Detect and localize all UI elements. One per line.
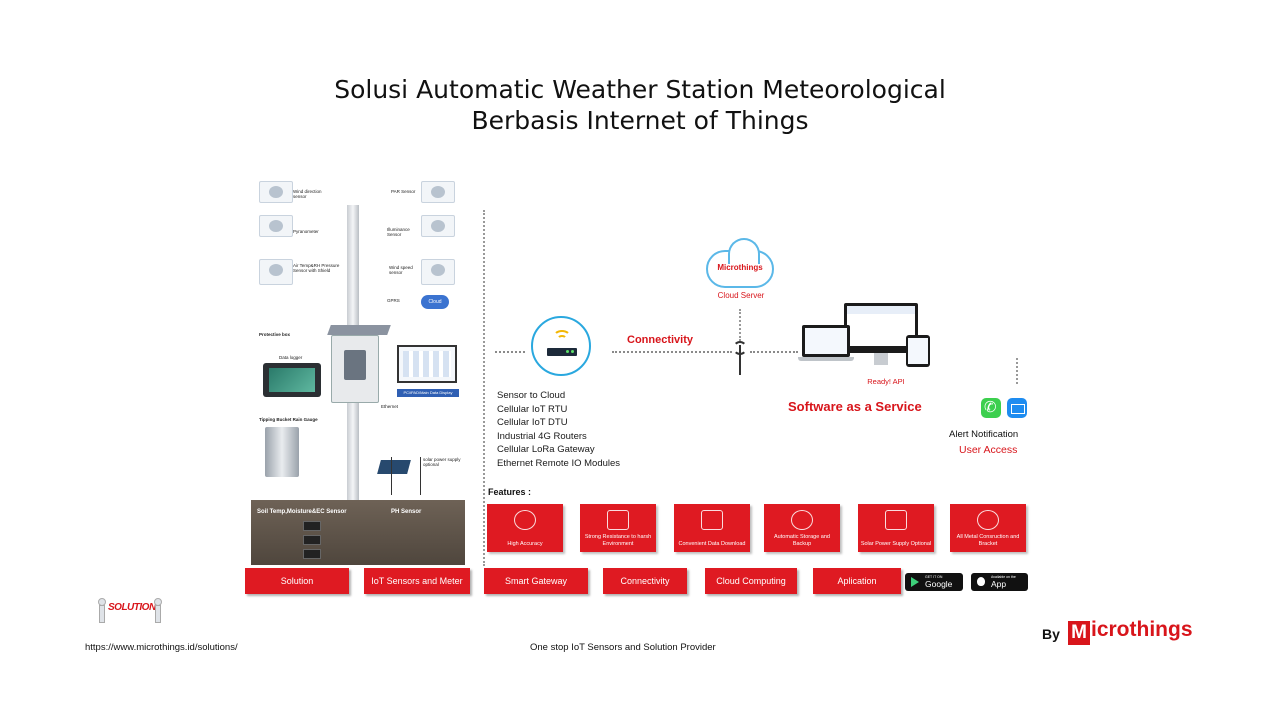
illuminance-sensor-icon [421, 215, 455, 237]
soil-probe-3 [303, 549, 321, 559]
tab-iot-sensors[interactable]: IoT Sensors and Meter [364, 568, 470, 594]
tab-cloud-computing[interactable]: Cloud Computing [705, 568, 797, 594]
tripod [391, 457, 421, 495]
crosshair-icon [514, 510, 536, 530]
illuminance-label: Illuminance Sensor [387, 227, 421, 237]
pyranometer-icon [259, 215, 293, 237]
cloud-server-icon: Microthings [706, 250, 774, 288]
feature-high-accuracy: High Accuracy [487, 504, 563, 552]
soil-probe-1 [303, 521, 321, 531]
protective-box-label: Protective box [259, 332, 290, 337]
tab-solution[interactable]: Solution [245, 568, 349, 594]
par-sensor-label: PAR Sensor [391, 189, 421, 194]
wind-speed-label: Wind speed sensor [389, 265, 419, 275]
cloud-storm-icon [607, 510, 629, 530]
soil-sensor-label: Soil Temp,Moisture&EC Sensor [257, 509, 347, 515]
soil-probe-2 [303, 535, 321, 545]
cloud-brand-label: Microthings [708, 263, 772, 272]
alert-notification-label: Alert Notification [949, 429, 1018, 440]
list-item: Cellular IoT DTU [497, 416, 620, 430]
phone-icon [981, 398, 1001, 418]
alert-connector [1016, 358, 1018, 384]
connectivity-label: Connectivity [627, 334, 693, 346]
data-display-label: PC/iPAD/Main Data Display [397, 389, 459, 397]
apple-icon [977, 577, 985, 586]
mail-icon [1007, 398, 1027, 418]
features-heading: Features : [488, 487, 531, 497]
list-item: Cellular IoT RTU [497, 403, 620, 417]
google-play-badge[interactable]: GET IT ON Google play [905, 573, 963, 591]
pyranometer-label: Pyranometer [293, 229, 319, 234]
tab-aplication[interactable]: Aplication [813, 568, 901, 594]
data-display-icon [397, 345, 457, 383]
connector-line-3 [750, 351, 798, 353]
weather-station-diagram: Wind direction sensor PAR Sensor Pyranom… [251, 175, 465, 565]
saas-label: Software as a Service [788, 399, 922, 414]
mini-cloud-icon: Cloud [421, 295, 449, 309]
connector-line-2 [612, 351, 732, 353]
laptop-icon [802, 325, 850, 357]
footer-tagline: One stop IoT Sensors and Solution Provid… [530, 642, 716, 653]
protective-box [331, 335, 379, 403]
list-item: Industrial 4G Routers [497, 430, 620, 444]
feature-solar-supply: Solar Power Supply Optional [858, 504, 934, 552]
page-title: Solusi Automatic Weather Station Meteoro… [0, 74, 1280, 136]
par-sensor-icon [421, 181, 455, 203]
wind-direction-label: Wind direction sensor [293, 189, 333, 199]
wind-direction-sensor-icon [259, 181, 293, 203]
data-logger-label: Data logger [279, 355, 302, 360]
user-access-label: User Access [959, 444, 1017, 456]
station-solar-panel [327, 325, 391, 335]
ph-sensor-label: PH Sensor [391, 509, 421, 515]
cloud-server-label: Cloud Server [702, 291, 780, 300]
connector-line-1 [495, 351, 525, 353]
ready-api-label: Ready! API [846, 377, 926, 386]
brand-name: icrothings [1091, 618, 1193, 642]
data-logger-icon [263, 363, 321, 397]
wind-speed-sensor-icon [421, 259, 455, 285]
air-temp-sensor-icon [259, 259, 293, 285]
solar-supply-label: solar power supply optional [423, 457, 461, 467]
download-document-icon [701, 510, 723, 530]
list-item: Sensor to Cloud [497, 389, 620, 403]
list-item: Cellular LoRa Gateway [497, 443, 620, 457]
by-label: By [1042, 626, 1060, 642]
list-item: Ethernet Remote IO Modules [497, 457, 620, 471]
google-play-icon [911, 577, 919, 587]
metal-bracket-icon [977, 510, 999, 530]
air-temp-label: Air Temp&RH Pressure Sensor with Shield [293, 263, 343, 273]
ethernet-label: Ethernet [381, 404, 398, 409]
storage-icon [791, 510, 813, 530]
solution-logo: SOLUTION [90, 596, 170, 626]
feature-metal-construction: All Metal Consruction and Bracket [950, 504, 1026, 552]
feature-data-download: Convenient Data Download [674, 504, 750, 552]
title-line-2: Berbasis Internet of Things [0, 105, 1280, 136]
devices-illustration [802, 303, 930, 371]
rain-gauge-icon [265, 427, 299, 477]
tablet-icon [906, 335, 930, 367]
gateway-router-icon [531, 316, 591, 376]
solutions-list: Sensor to Cloud Cellular IoT RTU Cellula… [497, 389, 620, 470]
tab-connectivity[interactable]: Connectivity [603, 568, 687, 594]
feature-resistance: Strong Resistance to harsh Environment [580, 504, 656, 552]
tab-smart-gateway[interactable]: Smart Gateway [484, 568, 588, 594]
gprs-label: GPRS [387, 298, 400, 303]
feature-storage-backup: Automatic Storage and Backup [764, 504, 840, 552]
app-store-badge[interactable]: Available on the App Store [971, 573, 1028, 591]
section-divider [483, 210, 485, 566]
footer-url-link[interactable]: https://www.microthings.id/solutions/ [85, 642, 238, 653]
solar-battery-icon [885, 510, 907, 530]
brand-initial: M [1068, 621, 1090, 645]
title-line-1: Solusi Automatic Weather Station Meteoro… [0, 74, 1280, 105]
cell-tower-icon [733, 341, 747, 375]
rain-gauge-label: Tipping Bucket Rain Gauge [259, 417, 318, 422]
cloud-connector [739, 309, 741, 341]
